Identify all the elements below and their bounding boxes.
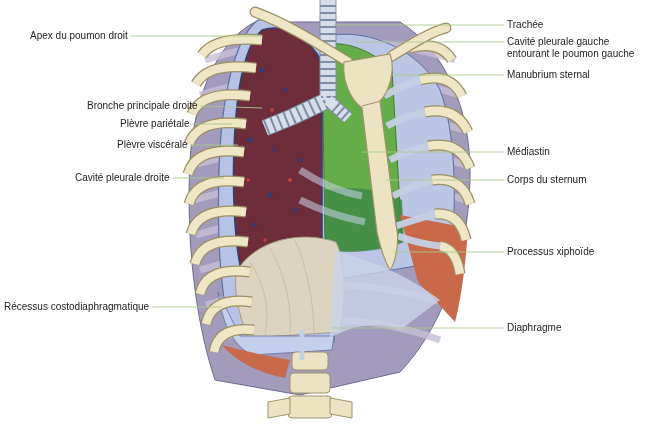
vertebral-column xyxy=(268,352,352,418)
clavicle xyxy=(255,12,446,62)
leader-line xyxy=(334,25,504,26)
leader-line xyxy=(173,178,225,179)
anatomy-label: Récessus costodiaphragmatique xyxy=(4,301,149,313)
left-ribs xyxy=(300,46,470,274)
leader-line xyxy=(386,180,504,181)
diaphragm-sheet xyxy=(330,250,440,338)
anatomy-label: Cavité pleurale droite xyxy=(75,172,170,184)
anatomy-label: Diaphragme xyxy=(507,322,561,334)
leader-line xyxy=(394,252,504,253)
leader-line xyxy=(152,307,222,308)
anatomy-label: Apex du poumon droit xyxy=(30,30,128,42)
leader-line xyxy=(392,75,504,76)
anatomy-label: Plèvre viscérale xyxy=(117,139,188,151)
anatomy-label: Cavité pleurale gauche entourant le poum… xyxy=(507,36,645,60)
lung-vessels xyxy=(248,68,303,228)
sternal-angle xyxy=(362,101,381,106)
diaphragm-muscle xyxy=(222,345,290,378)
leader-line xyxy=(191,145,238,146)
leader-line xyxy=(362,152,504,153)
leader-line xyxy=(332,328,504,329)
anatomy-label: Trachée xyxy=(507,19,543,31)
sternum xyxy=(344,54,398,270)
anatomy-label: Plèvre pariétale xyxy=(120,118,189,130)
leader-line xyxy=(192,124,232,125)
right-ribs xyxy=(188,39,262,352)
diaphragm-fibres xyxy=(250,240,314,336)
diaphragm-dome xyxy=(236,237,345,338)
anatomy-label: Médiastin xyxy=(507,146,550,158)
leader-line xyxy=(131,36,262,37)
leader-line xyxy=(356,42,504,43)
anatomy-label: Manubrium sternal xyxy=(507,69,590,81)
aorta xyxy=(300,330,305,360)
leader-line xyxy=(201,106,262,108)
anatomy-label: Corps du sternum xyxy=(507,174,586,186)
anatomy-label: Bronche principale droite xyxy=(87,100,198,112)
anatomy-label: Processus xiphoïde xyxy=(507,246,594,258)
